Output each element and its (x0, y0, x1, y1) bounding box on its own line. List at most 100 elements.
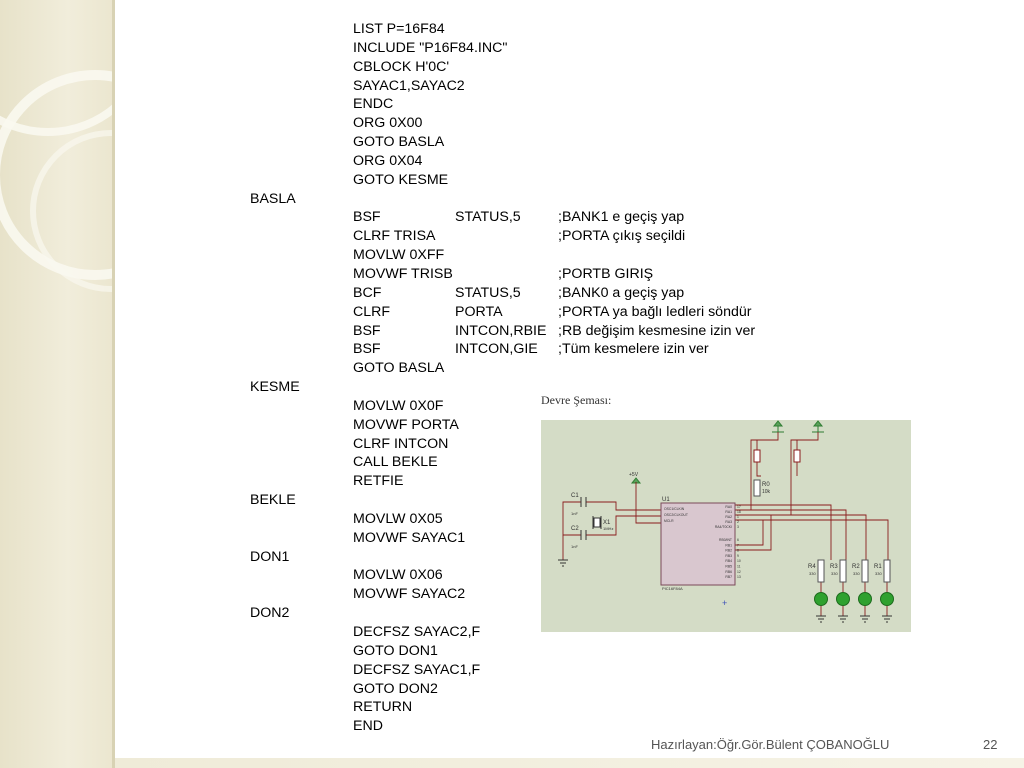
circuit-schematic: R0 10k +5V C1 1nF C2 1nF X1 1MHz U1 (541, 420, 911, 632)
code-instruction: BCF (353, 284, 382, 301)
chip-pin-label: RA1 (725, 510, 732, 514)
green-led (858, 592, 872, 606)
wire (635, 482, 661, 524)
code-instruction: CLRF TRISA (353, 228, 436, 245)
code-instruction: END (353, 718, 383, 735)
pic16f84-chip (660, 502, 736, 586)
capacitor-value: 1nF (571, 544, 578, 549)
code-instruction: MOVLW 0XFF (353, 247, 445, 264)
code-instruction: INCLUDE "P16F84.INC" (353, 39, 508, 56)
wire (735, 504, 832, 560)
code-instruction: RETFIE (353, 473, 404, 490)
chip-pin-number: 7 (737, 543, 739, 547)
chip-pin-label: RA3 (725, 520, 732, 524)
chip-pin-label: OSC2/CLKOUT (664, 513, 688, 517)
chip-pin-number: 9 (737, 554, 739, 558)
code-instruction: BSF (353, 341, 381, 358)
chip-pin-number: 6 (737, 538, 739, 542)
chip-pin-number: 18 (737, 510, 741, 514)
code-instruction: RETURN (353, 699, 413, 716)
chip-pin-label: RA2 (725, 515, 732, 519)
ground-symbol (838, 615, 848, 623)
code-comment: ;Tüm kesmelere izin ver (558, 341, 709, 358)
pullup-label: R0 (762, 482, 770, 488)
code-instruction: MOVWF SAYAC1 (353, 529, 466, 546)
chip-pin-label: RA0 (725, 505, 732, 509)
chip-ref: U1 (662, 497, 670, 503)
led-resistor (817, 559, 825, 583)
ground-symbol (558, 559, 568, 567)
wire (586, 515, 661, 536)
led-resistor (861, 559, 869, 583)
footer-author: Hazırlayan:Öğr.Gör.Bülent ÇOBANOĞLU (651, 737, 890, 752)
pullup-value: 10k (762, 489, 771, 495)
green-led (880, 592, 894, 606)
code-operand: STATUS,5 (455, 284, 521, 301)
resistor-value: 330 (831, 571, 838, 576)
code-label: BASLA (250, 190, 296, 207)
chip-pin-number: 10 (737, 559, 741, 563)
code-operand: INTCON,RBIE (455, 322, 547, 339)
chip-pin-label: RB3 (725, 554, 732, 558)
code-instruction: ENDC (353, 96, 394, 113)
chip-pin-label: RB7 (725, 575, 732, 579)
code-label: DON1 (250, 548, 290, 565)
code-operand: INTCON,GIE (455, 341, 538, 358)
ground-symbol (860, 615, 870, 623)
wire (735, 515, 772, 551)
ground-symbol (816, 615, 826, 623)
code-instruction: MOVWF TRISB (353, 265, 453, 282)
wire (735, 432, 819, 516)
wire (562, 501, 581, 510)
cursor-marker: + (722, 598, 727, 608)
ground-symbol (882, 615, 892, 623)
code-instruction: GOTO KESME (353, 171, 449, 188)
code-comment: ;BANK0 a geçiş yap (558, 284, 685, 301)
pullup-resistor (753, 479, 761, 497)
code-instruction: MOVWF SAYAC2 (353, 586, 466, 603)
wire (735, 520, 764, 546)
capacitor-label: C1 (571, 493, 579, 499)
code-instruction: GOTO BASLA (353, 134, 445, 151)
resistor-label: R3 (830, 564, 838, 570)
chip-pin-number: 17 (737, 505, 741, 509)
chip-pin-number: 11 (737, 565, 741, 569)
code-instruction: MOVLW 0X06 (353, 567, 443, 584)
crystal-value: 1MHz (603, 526, 613, 531)
code-instruction: ORG 0X00 (353, 115, 423, 132)
push-button-switch (753, 449, 761, 463)
supply-arrow-head (772, 420, 784, 427)
chip-pin-number: 3 (737, 525, 739, 529)
code-label: DON2 (250, 605, 290, 622)
capacitor-value: 1nF (571, 511, 578, 516)
chip-pin-number: 12 (737, 570, 741, 574)
code-instruction: MOVWF PORTA (353, 416, 459, 433)
code-operand: STATUS,5 (455, 209, 521, 226)
code-comment: ;PORTA çıkış seçildi (558, 228, 686, 245)
capacitor-label: C2 (571, 526, 579, 532)
push-button-switch (793, 449, 801, 463)
code-operand: PORTA (455, 303, 503, 320)
chip-pin-label: RB4 (725, 559, 732, 563)
crystal-oscillator (593, 517, 601, 528)
code-instruction: GOTO DON2 (353, 680, 438, 697)
code-instruction: DECFSZ SAYAC1,F (353, 661, 481, 678)
circuit-schematic-drawing: R0 10k +5V C1 1nF C2 1nF X1 1MHz U1 (558, 420, 894, 623)
chip-pin-label: RB5 (725, 565, 732, 569)
code-instruction: MOVLW 0X05 (353, 510, 443, 527)
chip-pin-label: RB6 (725, 570, 732, 574)
supply-arrow-head (812, 420, 824, 427)
code-instruction: SAYAC1,SAYAC2 (353, 77, 465, 94)
code-instruction: BSF (353, 322, 381, 339)
green-led (814, 592, 828, 606)
figure-title: Devre Şeması: (541, 393, 612, 407)
wire (735, 509, 847, 560)
chip-pin-number: 1 (737, 515, 739, 519)
chip-pin-label: OSC1/CLKIN (664, 507, 685, 511)
led-resistor (883, 559, 891, 583)
green-led (836, 592, 850, 606)
code-instruction: DECFSZ SAYAC2,F (353, 624, 481, 640)
chip-pin-label: MCLR (664, 519, 674, 523)
resistor-value: 330 (875, 571, 882, 576)
